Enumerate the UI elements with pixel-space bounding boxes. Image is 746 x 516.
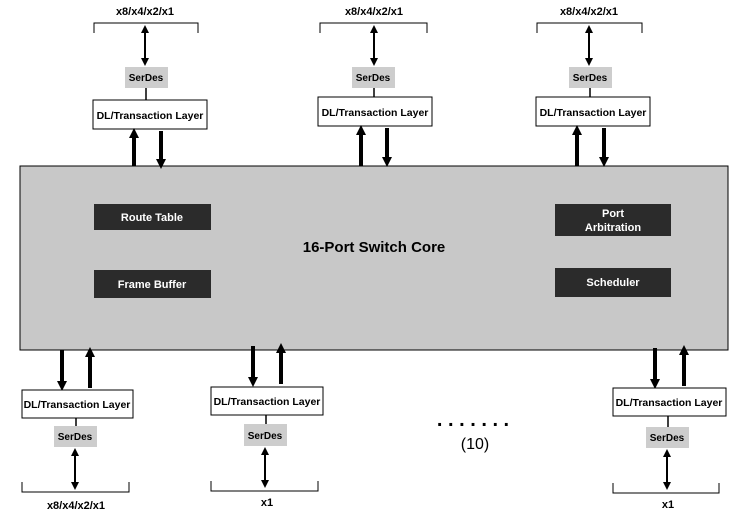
lane-width-label: x8/x4/x2/x1 xyxy=(560,6,618,18)
lane-bracket xyxy=(21,482,130,493)
route-table-label: Route Table xyxy=(121,212,183,224)
lane-bracket xyxy=(210,481,319,492)
lane-width-label: x8/x4/x2/x1 xyxy=(47,500,105,512)
lane-width-label: x1 xyxy=(662,499,674,511)
serdes-box xyxy=(54,426,97,447)
dl-transaction-box xyxy=(535,96,651,127)
dl-transaction-box xyxy=(612,387,727,417)
scheduler-block xyxy=(555,268,671,297)
lane-bracket xyxy=(612,483,720,494)
lane-bracket xyxy=(536,22,643,33)
dl-transaction-label: DL/Transaction Layer xyxy=(214,396,321,408)
lane-width-label: x1 xyxy=(261,497,273,509)
dl-transaction-box xyxy=(21,389,134,419)
serdes-label: SerDes xyxy=(58,432,93,443)
ellipsis-dots: . . . . . . . xyxy=(437,409,509,431)
switch-core xyxy=(19,165,729,351)
port-count-label: (10) xyxy=(461,436,489,453)
dl-transaction-label: DL/Transaction Layer xyxy=(24,399,131,411)
lane-width-label: x8/x4/x2/x1 xyxy=(345,6,403,18)
lane-bracket xyxy=(93,22,199,33)
dl-transaction-box xyxy=(210,386,324,416)
dl-transaction-label: DL/Transaction Layer xyxy=(322,107,429,119)
dl-transaction-box xyxy=(92,99,208,130)
dl-transaction-box xyxy=(317,96,433,127)
serdes-box xyxy=(352,67,395,88)
switch-core-title: 16-Port Switch Core xyxy=(303,239,446,256)
route-table-block xyxy=(94,204,211,230)
serdes-label: SerDes xyxy=(356,73,391,84)
serdes-label: SerDes xyxy=(573,73,608,84)
lane-width-label: x8/x4/x2/x1 xyxy=(116,6,174,18)
scheduler-label: Scheduler xyxy=(586,277,640,289)
port-top-left: x8/x4/x2/x1 SerDes DL/Transaction Layer xyxy=(92,6,208,169)
port-top-right: x8/x4/x2/x1 SerDes DL/Transaction Layer xyxy=(535,6,651,167)
port-arbitration-label-1: Port xyxy=(602,208,624,220)
lane-bracket xyxy=(319,22,428,33)
frame-buffer-block xyxy=(94,270,211,298)
port-top-middle: x8/x4/x2/x1 SerDes DL/Transaction Layer xyxy=(317,6,433,167)
port-arbitration-label-2: Arbitration xyxy=(585,222,642,234)
dl-transaction-label: DL/Transaction Layer xyxy=(540,107,647,119)
dl-transaction-label: DL/Transaction Layer xyxy=(97,110,204,122)
serdes-box xyxy=(244,424,287,446)
dl-transaction-label: DL/Transaction Layer xyxy=(616,397,723,409)
port-bottom-left: DL/Transaction Layer SerDes x8/x4/x2/x1 xyxy=(21,347,134,512)
port-bottom-middle: DL/Transaction Layer SerDes x1 xyxy=(210,343,324,509)
serdes-label: SerDes xyxy=(650,433,685,444)
serdes-label: SerDes xyxy=(248,431,283,442)
frame-buffer-label: Frame Buffer xyxy=(118,279,187,291)
serdes-box xyxy=(569,67,612,88)
serdes-box xyxy=(646,427,689,448)
serdes-label: SerDes xyxy=(129,73,164,84)
port-arbitration-block xyxy=(555,204,671,236)
serdes-box xyxy=(125,67,168,88)
port-bottom-right: DL/Transaction Layer SerDes x1 xyxy=(612,345,727,511)
